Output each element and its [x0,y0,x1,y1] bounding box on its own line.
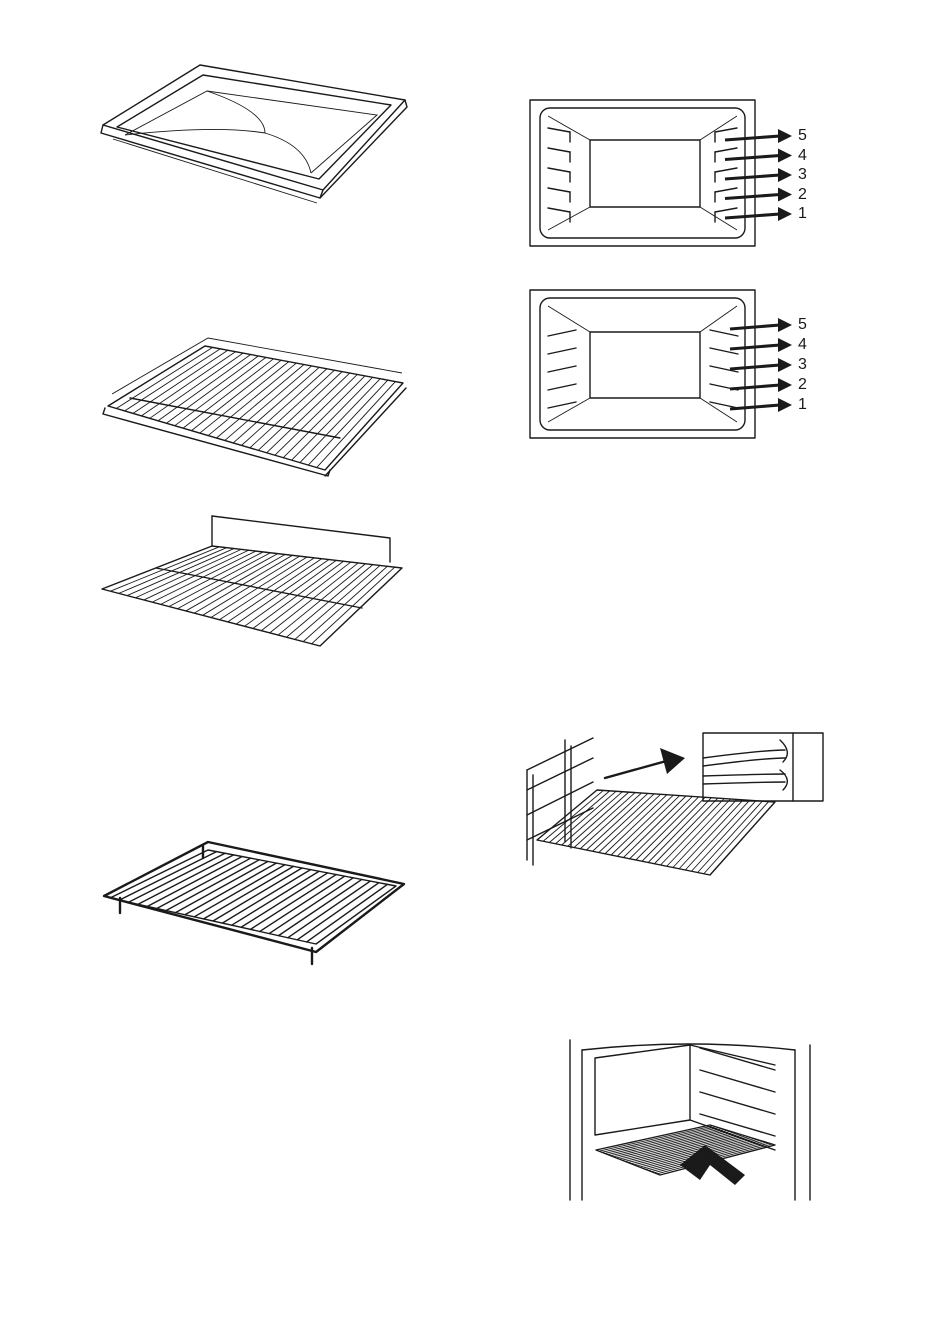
shelf-wire [176,861,268,912]
shelf-wire [119,852,216,900]
shelf-ridge-left [548,384,576,390]
shelf-insertion-figure [525,730,830,885]
shelf-wire [185,863,276,915]
level-arrow-shaft [730,385,780,389]
shelf-wire [147,857,242,907]
shelf-wire [116,347,212,408]
shelf-wire [157,858,251,908]
shelf-wire [269,878,353,934]
oven-rail [700,1070,775,1092]
level-arrow-shaft [725,214,780,218]
baking-tray-figure [95,55,415,205]
shelf-level-label: 2 [798,377,807,393]
shelf-support-left [548,188,570,192]
shelf-wire [129,853,225,902]
shelf-push-in-figure [560,1040,822,1200]
shelf-wire [698,801,763,872]
shelf-level-label: 5 [798,128,807,144]
shelf-level-label: 3 [798,167,807,183]
shelf-wire [125,349,221,411]
shelf-level-label: 2 [798,187,807,203]
shelf-wire [138,855,234,904]
level-arrow-head [778,398,792,412]
wire-shelf-raised-figure [100,338,410,478]
level-arrow-head [778,318,792,332]
shelf-level-label: 1 [798,206,807,222]
shelf-level-label: 4 [798,337,807,353]
shelf-support-right [715,208,737,212]
shelf-support-left [548,208,570,212]
shelf-ridge-left [548,330,576,336]
shelf-support-left [548,168,570,172]
shelf-ridge-left [548,402,576,408]
level-arrow-head [778,188,792,202]
level-arrow-head [778,207,792,221]
shelf-wire [673,799,737,867]
level-arrow-head [778,358,792,372]
level-arrow-shaft [725,195,780,199]
shelf-level-label: 4 [798,148,807,164]
level-arrow-shaft [730,345,780,349]
level-arrow-head [778,149,792,163]
shelf-support-left [548,128,570,132]
shelf-ridge-left [548,366,576,372]
shelf-support-left [548,148,570,152]
oven-rail [700,1048,775,1070]
level-arrow-shaft [725,136,780,140]
oven-levels-a-figure [530,100,830,250]
shelf-level-label: 1 [798,397,807,413]
shelf-wire [679,800,743,869]
shelf-support-right [715,168,737,172]
level-arrow-shaft [730,325,780,329]
level-arrow-shaft [730,365,780,369]
shelf-wire [704,802,769,874]
level-arrow-head [778,129,792,143]
level-arrow-shaft [725,175,780,179]
level-arrow-head [778,168,792,182]
level-arrow-shaft [725,156,780,160]
shelf-wire [278,564,365,635]
shelf-level-label: 5 [798,317,807,333]
shelf-ridge-left [548,348,576,354]
grill-rack-figure [98,838,413,970]
level-arrow-head [778,338,792,352]
wire-shelf-flat-figure [100,516,410,651]
shelf-wire [685,800,749,870]
level-arrow-head [778,378,792,392]
oven-rail [700,1092,775,1114]
shelf-ridge-right [710,330,738,336]
shelf-level-label: 3 [798,357,807,373]
shelf-wire [166,860,259,911]
oven-levels-b-figure [530,290,830,440]
shelf-support-right [715,188,737,192]
shelf-support-right [715,148,737,152]
level-arrow-shaft [730,405,780,409]
